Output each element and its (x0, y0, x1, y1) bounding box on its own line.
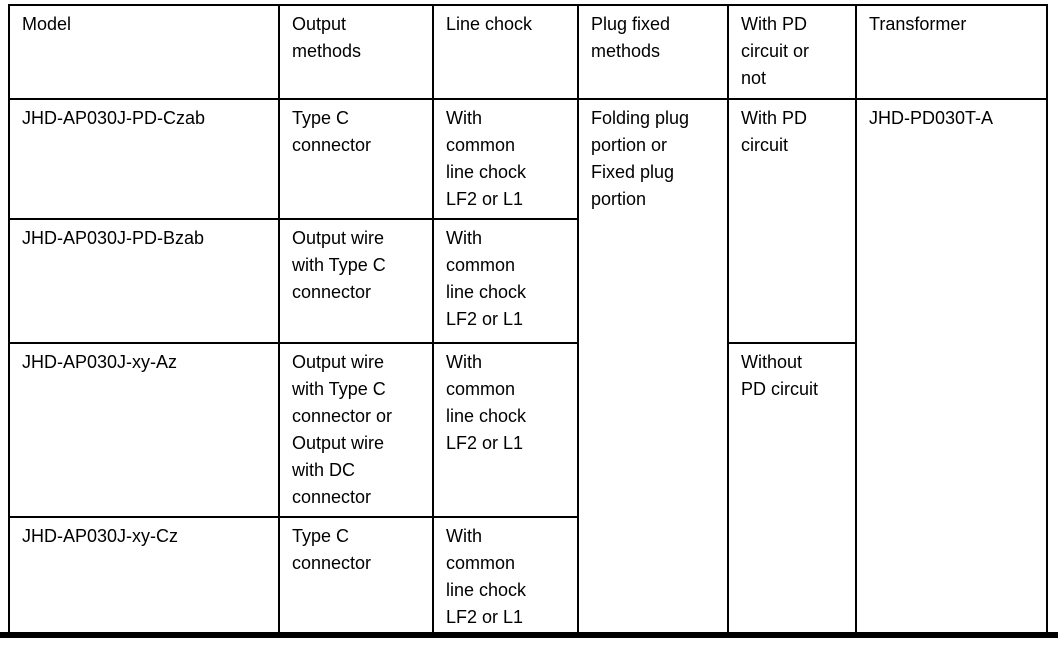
page-bottom-rule (0, 632, 1058, 638)
cell-transformer-merged: JHD-PD030T-A (855, 98, 1048, 638)
cell-line-chock-row2: With common line chock LF2 or L1 (432, 218, 579, 344)
cell-plug-fixed-merged: Folding plug portion or Fixed plug porti… (577, 98, 729, 638)
col-header-model: Model (8, 4, 280, 100)
col-header-plug-fixed-methods: Plug fixed methods (577, 4, 729, 100)
cell-line-chock-row1: With common line chock LF2 or L1 (432, 98, 579, 220)
cell-output-method-row4: Type C connector (278, 516, 434, 638)
cell-line-chock-row4: With common line chock LF2 or L1 (432, 516, 579, 638)
cell-model-row4: JHD-AP030J-xy-Cz (8, 516, 280, 638)
cell-line-chock-row3: With common line chock LF2 or L1 (432, 342, 579, 518)
table-row: JHD-AP030J-xy-Cz Type C connector With c… (8, 516, 1047, 638)
cell-output-method-row1: Type C connector (278, 98, 434, 220)
table-row: JHD-AP030J-PD-Bzab Output wire with Type… (8, 218, 1047, 344)
col-header-pd-circuit: With PD circuit or not (727, 4, 857, 100)
col-header-line-chock: Line chock (432, 4, 579, 100)
col-header-output-methods: Output methods (278, 4, 434, 100)
table-header-row: Model Output methods Line chock Plug fix… (8, 4, 1048, 100)
cell-without-pd-circuit: Without PD circuit (727, 342, 857, 638)
cell-model-row2: JHD-AP030J-PD-Bzab (8, 218, 280, 344)
cell-output-method-row2: Output wire with Type C connector (278, 218, 434, 344)
cell-model-row1: JHD-AP030J-PD-Czab (8, 98, 280, 220)
cell-output-method-row3: Output wire with Type C connector or Out… (278, 342, 434, 518)
table-row: JHD-AP030J-PD-Czab Type C connector With… (8, 98, 1048, 638)
cell-model-row3: JHD-AP030J-xy-Az (8, 342, 280, 518)
cell-with-pd-circuit: With PD circuit (727, 98, 857, 344)
col-header-transformer: Transformer (855, 4, 1048, 100)
spec-table: Model Output methods Line chock Plug fix… (8, 4, 1048, 638)
